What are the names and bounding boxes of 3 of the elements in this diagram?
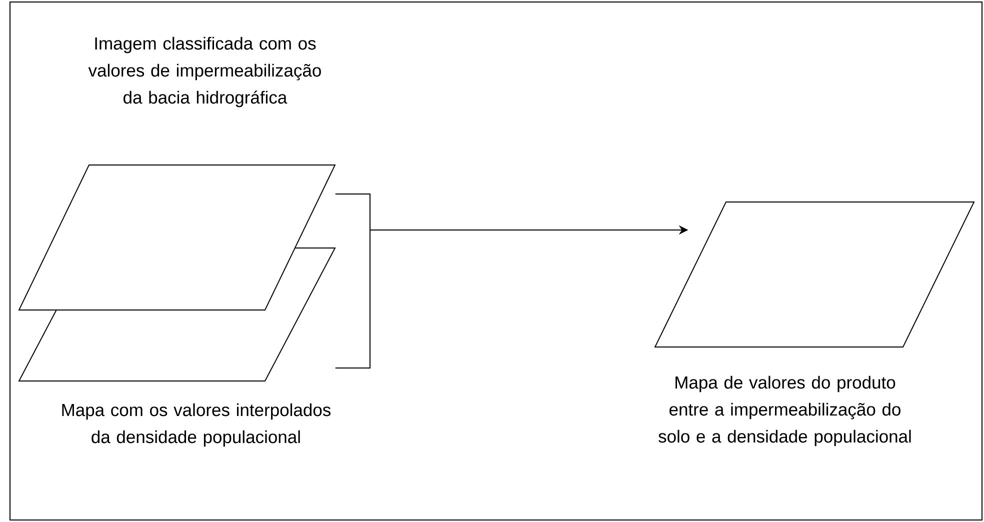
caption-text: Imagem classificada com os valores de impermeabilização da bacia hidrográfica	[88, 36, 321, 108]
caption-text: Mapa com os valores interpolados da densidade populacional	[62, 403, 331, 447]
caption-text: Mapa de valores do produto entre a impermeabilização do solo e a densidade populacional	[658, 376, 911, 446]
